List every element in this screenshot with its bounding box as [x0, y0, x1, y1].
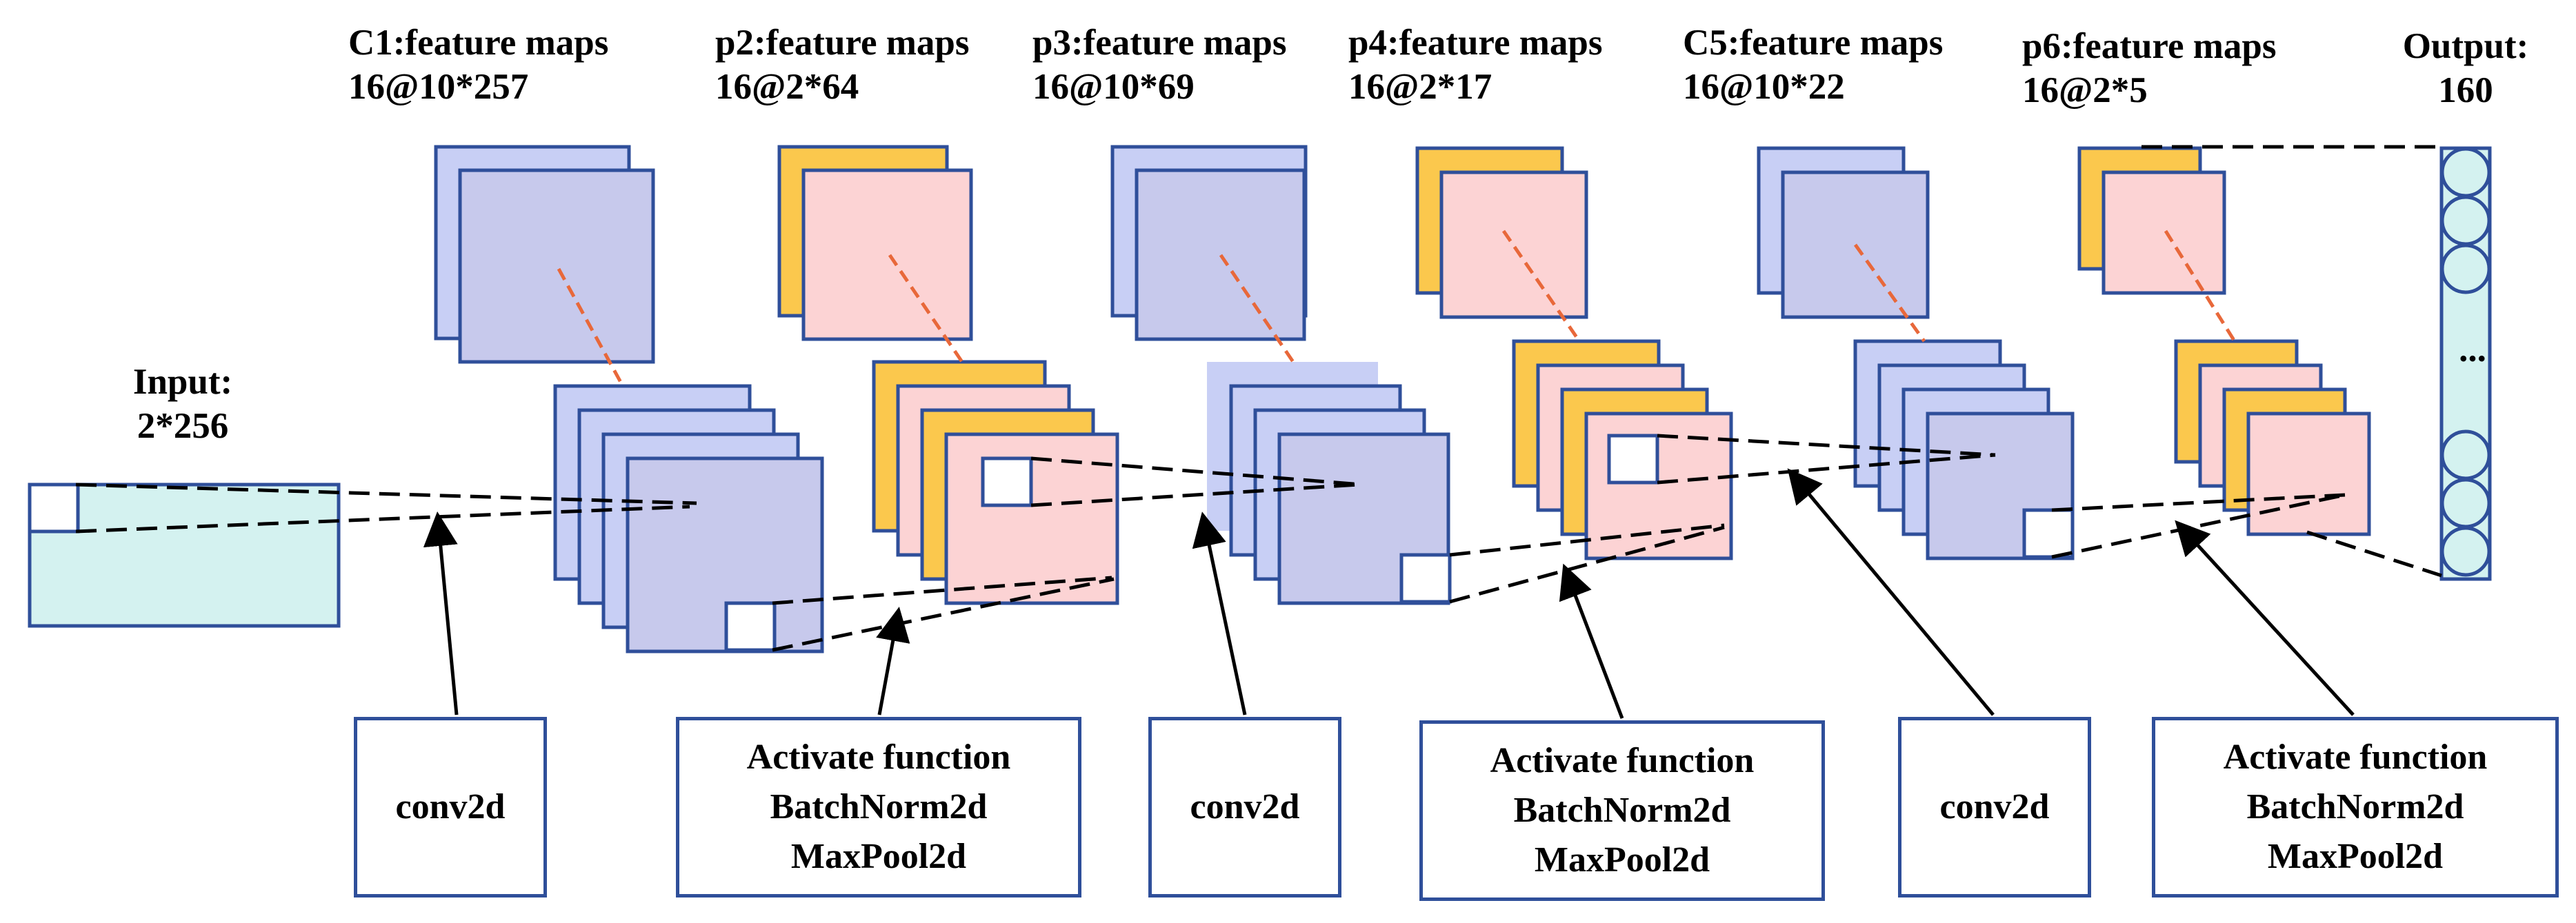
conv2d-arrow-1 [423, 511, 459, 716]
op-line: MaxPool2d [1534, 840, 1710, 880]
p4-conv-window [1607, 434, 1659, 485]
conv2d-arrow-2 [1192, 511, 1247, 716]
output-neuron [2440, 243, 2491, 294]
p4-label: p4:feature maps 16@2*17 [1348, 21, 1603, 109]
output-title: Output: [2402, 26, 2529, 66]
op-line: Activate function [746, 738, 1011, 777]
input-label: Input: 2*256 [97, 360, 269, 448]
p2-conv-window [981, 456, 1033, 507]
op-line: BatchNorm2d [770, 787, 988, 826]
c5-dims: 16@10*22 [1683, 67, 1845, 107]
p4-title: p4:feature maps [1348, 23, 1603, 63]
activation-arrow-3 [2175, 520, 2355, 716]
c5-label: C5:feature maps 16@10*22 [1683, 21, 1943, 109]
op-line: Activate function [2223, 738, 2488, 777]
input-to-c1-dash [75, 483, 697, 505]
p6-title: p6:feature maps [2022, 26, 2277, 66]
p4-dims: 16@2*17 [1348, 67, 1492, 107]
p4-to-c5-dash [1657, 434, 1996, 457]
c1-label: C1:feature maps 16@10*257 [348, 21, 608, 109]
output-label: Output: 160 [2376, 24, 2555, 112]
p2-link-dash [888, 254, 964, 363]
p2-dims: 16@2*64 [715, 67, 859, 107]
c1-to-p2-dash [772, 576, 1112, 605]
p2-title: p2:feature maps [715, 23, 970, 63]
p3-title: p3:feature maps [1032, 23, 1287, 63]
c1-title: C1:feature maps [348, 23, 609, 63]
p6-label: p6:feature maps 16@2*5 [2022, 24, 2277, 112]
output-ellipsis-text: ... [2459, 329, 2486, 369]
p2-to-p3-dash [1030, 483, 1359, 507]
activation-pool-box-3: Activate function BatchNorm2d MaxPool2d [2152, 717, 2559, 897]
p3-to-p4-dash [1449, 523, 1725, 557]
op-line: conv2d [395, 787, 506, 826]
input-kernel-window [28, 483, 80, 534]
c1-pool-window [724, 601, 777, 652]
input-block [28, 483, 341, 628]
activation-arrow-1 [876, 607, 910, 716]
p3-map-front [1135, 168, 1306, 341]
activation-pool-box-2: Activate function BatchNorm2d MaxPool2d [1419, 720, 1825, 901]
p2-label: p2:feature maps 16@2*64 [715, 21, 970, 109]
p6-to-output-dash [2306, 530, 2442, 578]
output-neuron [2440, 478, 2491, 529]
c1-link-dash [557, 267, 625, 387]
p6-dims: 16@2*5 [2022, 70, 2148, 110]
p2-map-front [801, 168, 973, 341]
op-line: MaxPool2d [790, 837, 967, 876]
output-dims: 160 [2438, 70, 2493, 110]
p3-label: p3:feature maps 16@10*69 [1032, 21, 1287, 109]
output-neuron [2440, 147, 2491, 198]
op-line: BatchNorm2d [2246, 787, 2464, 826]
conv2d-box-2: conv2d [1148, 717, 1341, 897]
c1-map-front [458, 168, 655, 364]
input-dims: 2*256 [137, 406, 229, 446]
input-title: Input: [132, 362, 233, 402]
conv2d-arrow-3 [1787, 468, 1995, 716]
c5-to-p6-dash [2051, 493, 2346, 512]
output-ellipsis: ... [2442, 327, 2504, 372]
p3-to-p4-dash [1449, 525, 1725, 604]
op-line: conv2d [1190, 787, 1300, 826]
c1-dims: 16@10*257 [348, 67, 529, 107]
p6-stack-map [2246, 412, 2371, 536]
p2-to-p3-dash [1030, 456, 1363, 487]
c1-to-p2-dash [772, 577, 1115, 652]
c5-pool-window [2022, 508, 2075, 559]
op-line: BatchNorm2d [1513, 791, 1731, 830]
op-line: conv2d [1939, 787, 2050, 826]
p4-map-front [1439, 170, 1588, 319]
conv2d-box-3: conv2d [1898, 717, 2091, 897]
output-neuron [2440, 195, 2491, 246]
output-neuron [2440, 526, 2491, 577]
p3-pool-window [1399, 553, 1452, 604]
c5-title: C5:feature maps [1683, 23, 1944, 63]
p6-link-dash [2164, 230, 2237, 343]
input-to-c1-dash [75, 505, 690, 534]
p3-link-dash [1219, 254, 1295, 363]
p3-dims: 16@10*69 [1032, 67, 1195, 107]
activation-arrow-2 [1559, 563, 1624, 719]
p4-link-dash [1501, 230, 1581, 343]
activation-pool-box-1: Activate function BatchNorm2d MaxPool2d [676, 717, 1081, 897]
op-line: MaxPool2d [2267, 837, 2444, 876]
c5-to-p6-dash [2051, 493, 2346, 559]
op-line: Activate function [1490, 741, 1755, 780]
c5-link-dash [1853, 243, 1926, 343]
output-neuron [2440, 429, 2491, 480]
p4-to-c5-dash [1657, 453, 1996, 485]
p6-map-front [2101, 170, 2226, 295]
conv2d-box-1: conv2d [354, 717, 547, 897]
